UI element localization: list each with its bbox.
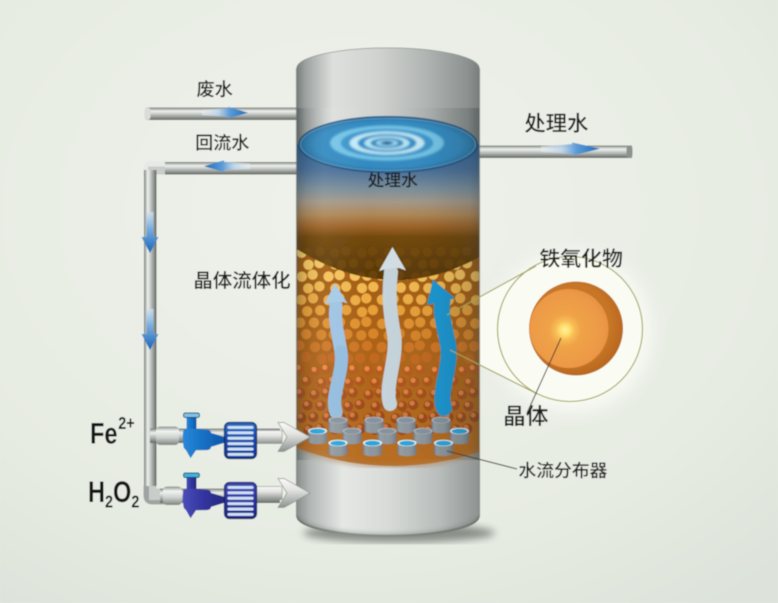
svg-text:2: 2 — [105, 492, 113, 512]
svg-text:Fe: Fe — [90, 417, 118, 450]
svg-text:O: O — [113, 475, 131, 508]
svg-text:2: 2 — [131, 492, 139, 512]
svg-text:2+: 2+ — [118, 414, 134, 434]
svg-text:H: H — [88, 475, 105, 508]
